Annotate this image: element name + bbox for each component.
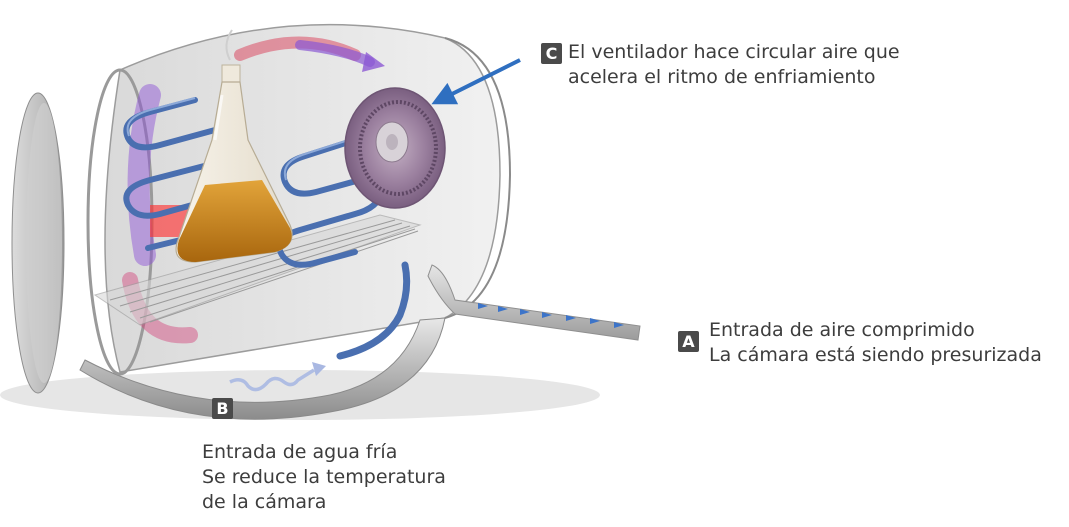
- callout-a-line2: La cámara está siendo presurizada: [709, 344, 1042, 366]
- badge-a: A: [678, 331, 699, 352]
- callout-b-text: Entrada de agua fría Se reduce la temper…: [202, 440, 446, 515]
- badge-b: B: [212, 398, 233, 419]
- chamber-door: [11, 92, 65, 394]
- callout-a-line1: Entrada de aire comprimido: [709, 319, 975, 341]
- wire-rack: [93, 214, 422, 326]
- callout-a-text: Entrada de aire comprimido La cámara est…: [709, 318, 1042, 368]
- callout-b-line3: de la cámara: [202, 491, 327, 513]
- air-inlet-pipe: [427, 264, 641, 341]
- callout-b-line2: Se reduce la temperatura: [202, 466, 446, 488]
- callout-c-line2: acelera el ritmo de enfriamiento: [568, 66, 876, 88]
- fan: [344, 87, 446, 209]
- water-inlet-arrow: [229, 362, 326, 392]
- coil-highlight: [126, 97, 356, 181]
- callout-b-line1: Entrada de agua fría: [202, 441, 398, 463]
- floor-shadow: [0, 370, 600, 420]
- callout-c-text: El ventilador hace circular aire que ace…: [568, 40, 900, 90]
- badge-c: C: [541, 43, 562, 64]
- erlenmeyer-flask: [175, 29, 293, 263]
- callout-c-line1: El ventilador hace circular aire que: [568, 41, 900, 63]
- fan-pointer-arrow: [431, 58, 521, 105]
